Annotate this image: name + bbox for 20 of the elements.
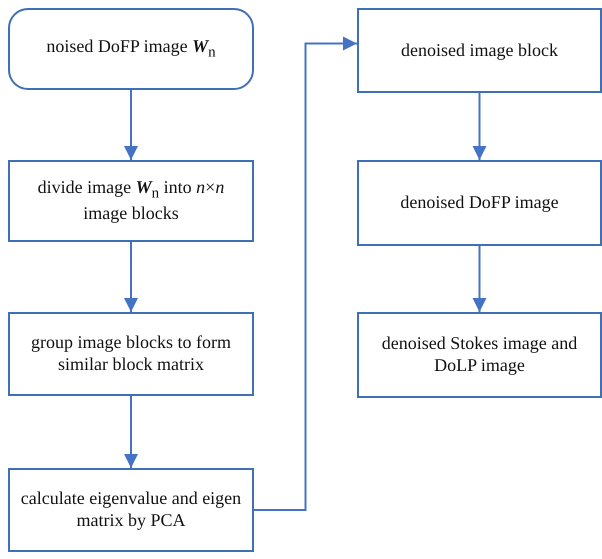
box-label: noised DoFP image W$_{n}$ bbox=[46, 36, 216, 62]
process-box bbox=[357, 8, 602, 93]
arrow bbox=[124, 242, 138, 312]
arrow bbox=[124, 396, 138, 468]
box-label: denoised DoFP image bbox=[400, 192, 559, 214]
process-box bbox=[357, 312, 602, 398]
process-box bbox=[8, 468, 254, 552]
process-box bbox=[357, 160, 602, 246]
box-label: denoised Stokes image and DoLP image bbox=[380, 333, 578, 377]
arrow bbox=[124, 90, 138, 160]
process-box bbox=[8, 160, 254, 242]
process-box bbox=[8, 312, 254, 396]
box-label: group image blocks to form similar block matrix bbox=[30, 332, 232, 376]
box-label: calculate eigenvalue and eigen matrix by PCA bbox=[20, 488, 242, 532]
box-label: divide image W$_{n}$ into n×n image blocks bbox=[36, 177, 226, 225]
arrow bbox=[472, 93, 486, 160]
box-label: denoised image block bbox=[401, 40, 558, 62]
arrow bbox=[472, 246, 486, 312]
arrow bbox=[254, 36, 357, 511]
process-box bbox=[8, 8, 254, 90]
